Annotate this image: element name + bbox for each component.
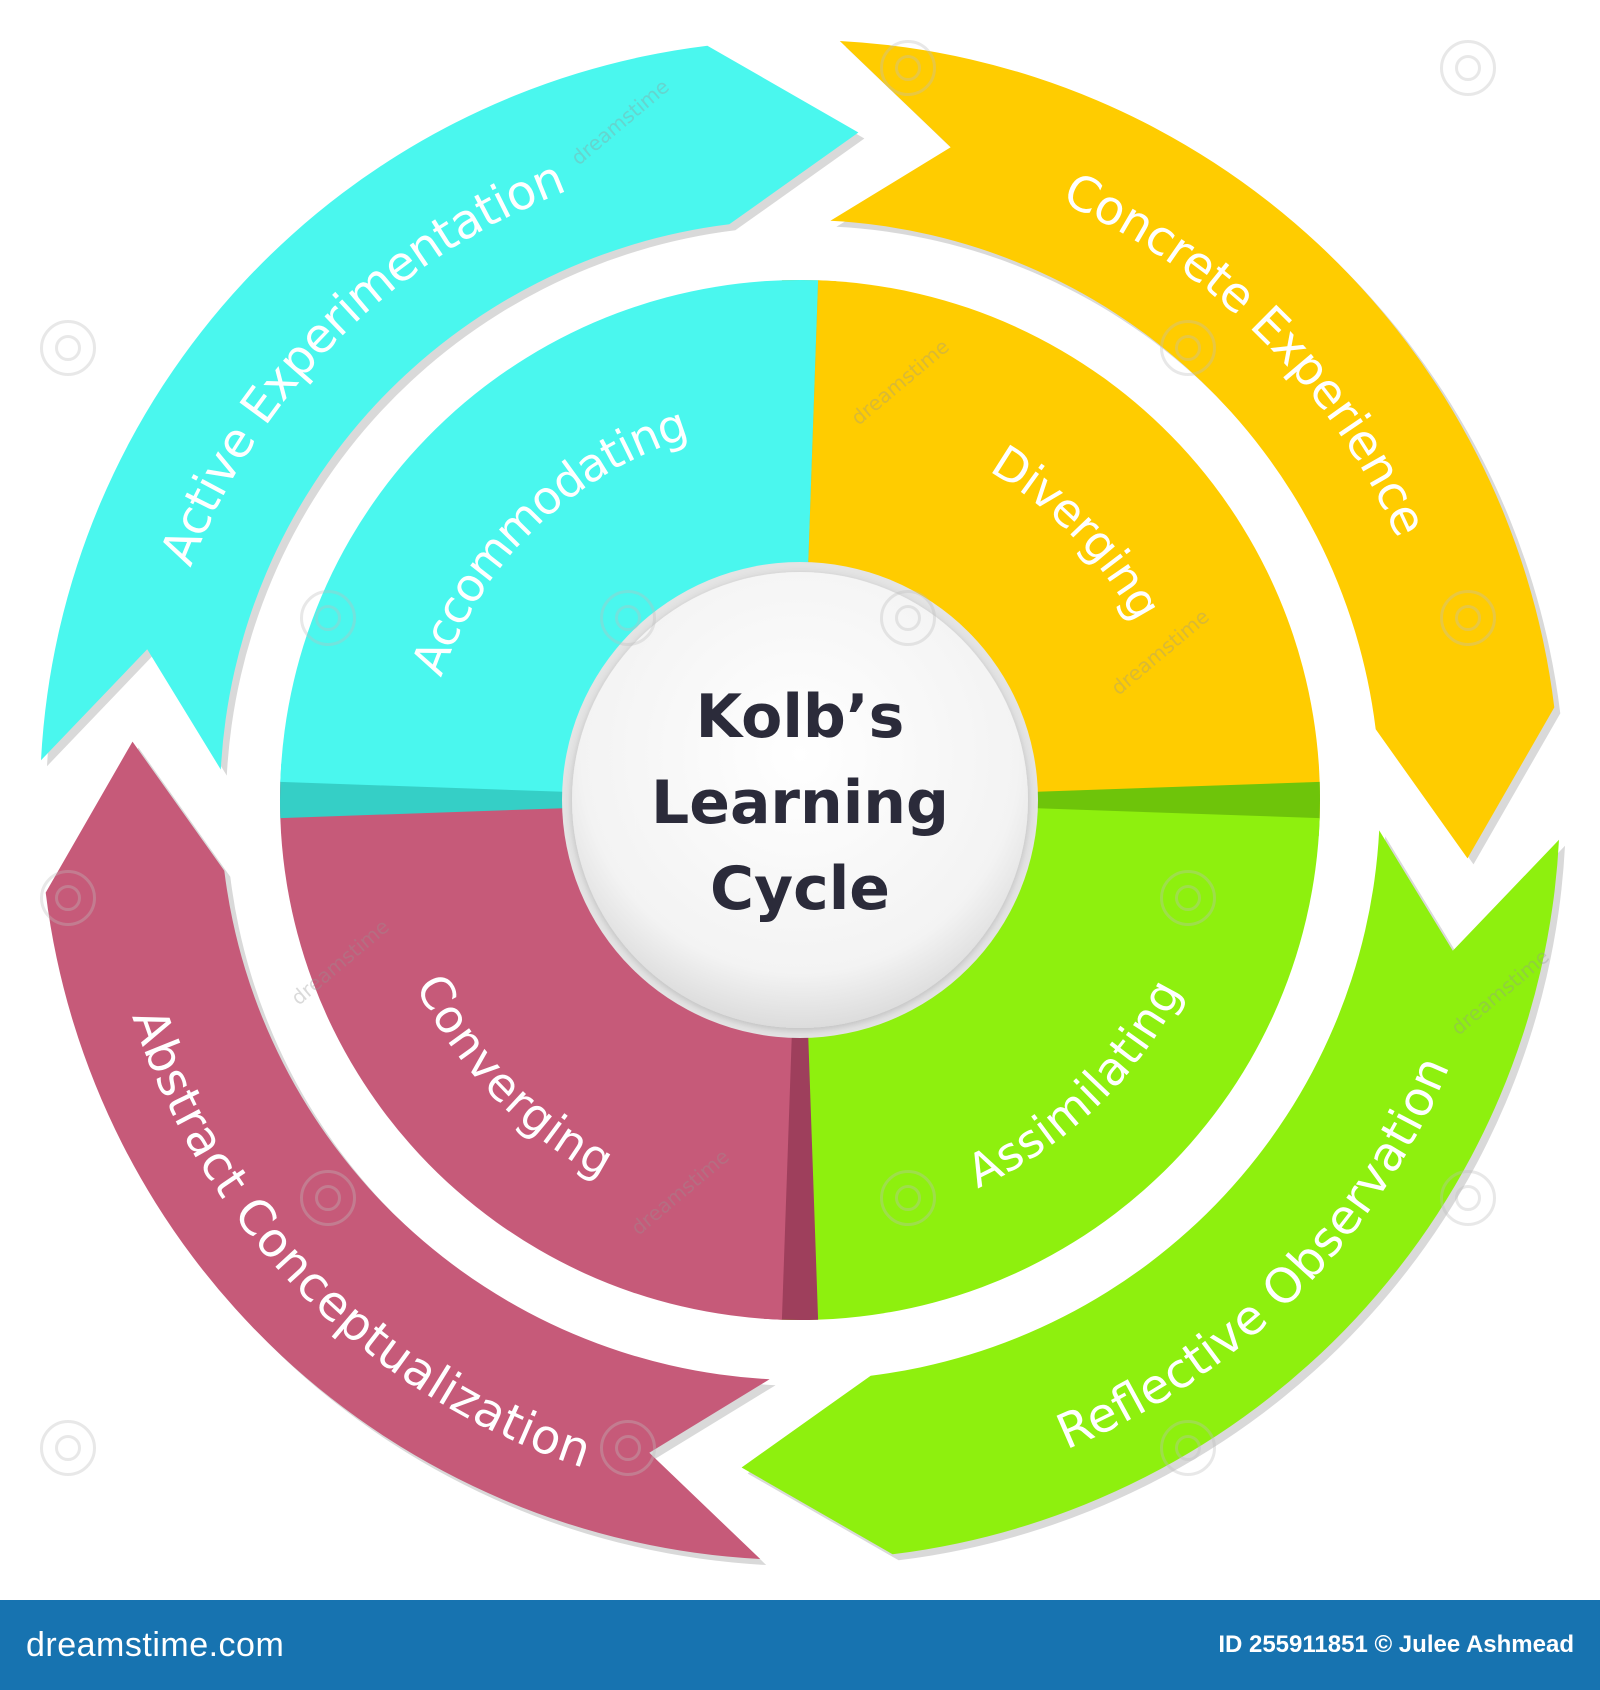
ring-arrow-active-experimentation[interactable] <box>41 45 859 770</box>
title-line-1: Kolb’s <box>696 682 905 752</box>
watermark-spiral-icon <box>1160 1420 1216 1476</box>
center-circle: Kolb’s Learning Cycle <box>562 562 1038 1038</box>
watermark-spiral-icon <box>1160 320 1216 376</box>
watermark-spiral-icon <box>880 40 936 96</box>
watermark-spiral-icon <box>1160 870 1216 926</box>
watermark-spiral-icon <box>1440 590 1496 646</box>
ring-arrow-abstract-conceptualization[interactable] <box>45 741 770 1559</box>
outer-ring <box>41 41 1565 1565</box>
watermark-spiral-icon <box>40 1420 96 1476</box>
watermark-spiral-icon <box>880 1170 936 1226</box>
watermark-spiral-icon <box>40 320 96 376</box>
watermark-spiral-icon <box>600 1420 656 1476</box>
watermark-spiral-icon <box>600 590 656 646</box>
title-line-3: Cycle <box>710 854 890 924</box>
footer-bar: dreamstime.com ID 255911851 © Julee Ashm… <box>0 1600 1600 1690</box>
ring-arrow-concrete-experience[interactable] <box>830 41 1555 859</box>
watermark-spiral-icon <box>40 870 96 926</box>
footer-logo[interactable]: dreamstime.com <box>26 1625 285 1664</box>
center-circle-face <box>572 572 1028 1028</box>
watermark-spiral-icon <box>300 590 356 646</box>
watermark-spiral-icon <box>300 1170 356 1226</box>
watermark-spiral-icon <box>1440 40 1496 96</box>
footer-credit: ID 255911851 © Julee Ashmead <box>1218 1631 1574 1658</box>
ring-arrow-reflective-observation[interactable] <box>741 830 1559 1555</box>
watermark-spiral-icon <box>1440 1170 1496 1226</box>
watermark-spiral-icon <box>880 590 936 646</box>
title-line-2: Learning <box>651 768 949 838</box>
